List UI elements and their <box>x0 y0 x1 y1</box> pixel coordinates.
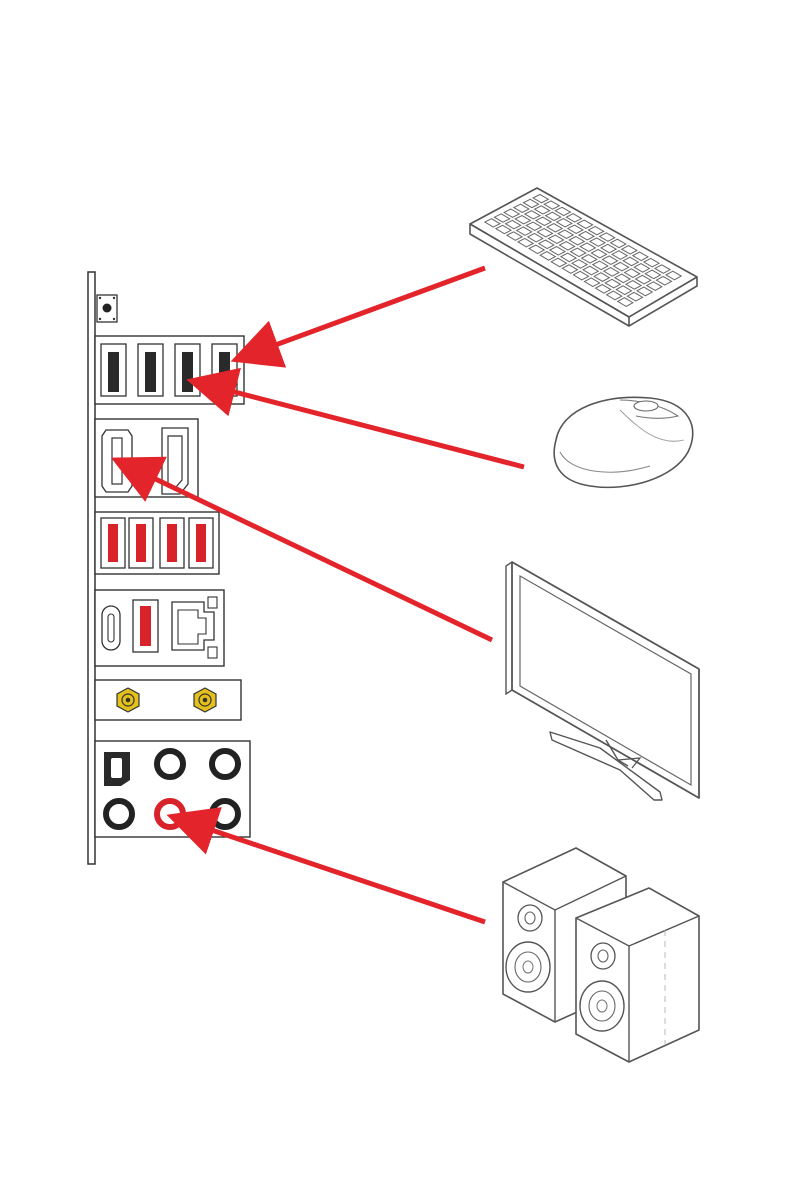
audio-block <box>95 741 250 837</box>
arrow-mouse-to-usb <box>196 382 524 467</box>
io-shield-edge <box>88 272 95 864</box>
audio-line-out-jack[interactable] <box>157 801 183 827</box>
usb-port-3[interactable] <box>175 344 200 396</box>
mouse-icon <box>554 397 693 487</box>
video-output-block <box>95 419 198 497</box>
red-usb-combo-port[interactable] <box>133 600 158 652</box>
red-usb-port-1[interactable] <box>101 518 125 568</box>
audio-jack-top-right[interactable] <box>212 751 238 777</box>
network-usb-block <box>95 590 224 666</box>
antenna-block <box>95 680 241 720</box>
audio-jack-bottom-left[interactable] <box>106 801 132 827</box>
usb-port-1[interactable] <box>101 344 126 396</box>
arrow-keyboard-to-usb <box>240 268 485 358</box>
red-usb-port-2[interactable] <box>129 518 153 568</box>
usb-block-top <box>95 336 244 404</box>
audio-jack-top-middle[interactable] <box>157 751 183 777</box>
usb-c-port[interactable] <box>102 606 120 650</box>
antenna-connector-1[interactable] <box>117 688 139 712</box>
red-usb-port-4[interactable] <box>189 518 213 568</box>
rear-io-panel <box>88 272 250 864</box>
speakers-icon <box>503 848 699 1062</box>
keyboard-icon <box>470 188 697 326</box>
clear-cmos-button[interactable] <box>97 295 117 322</box>
monitor-icon <box>506 562 699 800</box>
lan-port[interactable] <box>172 597 217 658</box>
hdmi-port[interactable] <box>102 430 132 492</box>
usb-port-2[interactable] <box>138 344 163 396</box>
arrow-speakers-to-audio <box>176 818 485 922</box>
optical-spdif-port[interactable] <box>104 752 130 786</box>
usb-block-red <box>95 512 219 574</box>
audio-jack-bottom-right[interactable] <box>212 801 238 827</box>
red-usb-port-3[interactable] <box>160 518 184 568</box>
antenna-connector-2[interactable] <box>194 688 216 712</box>
